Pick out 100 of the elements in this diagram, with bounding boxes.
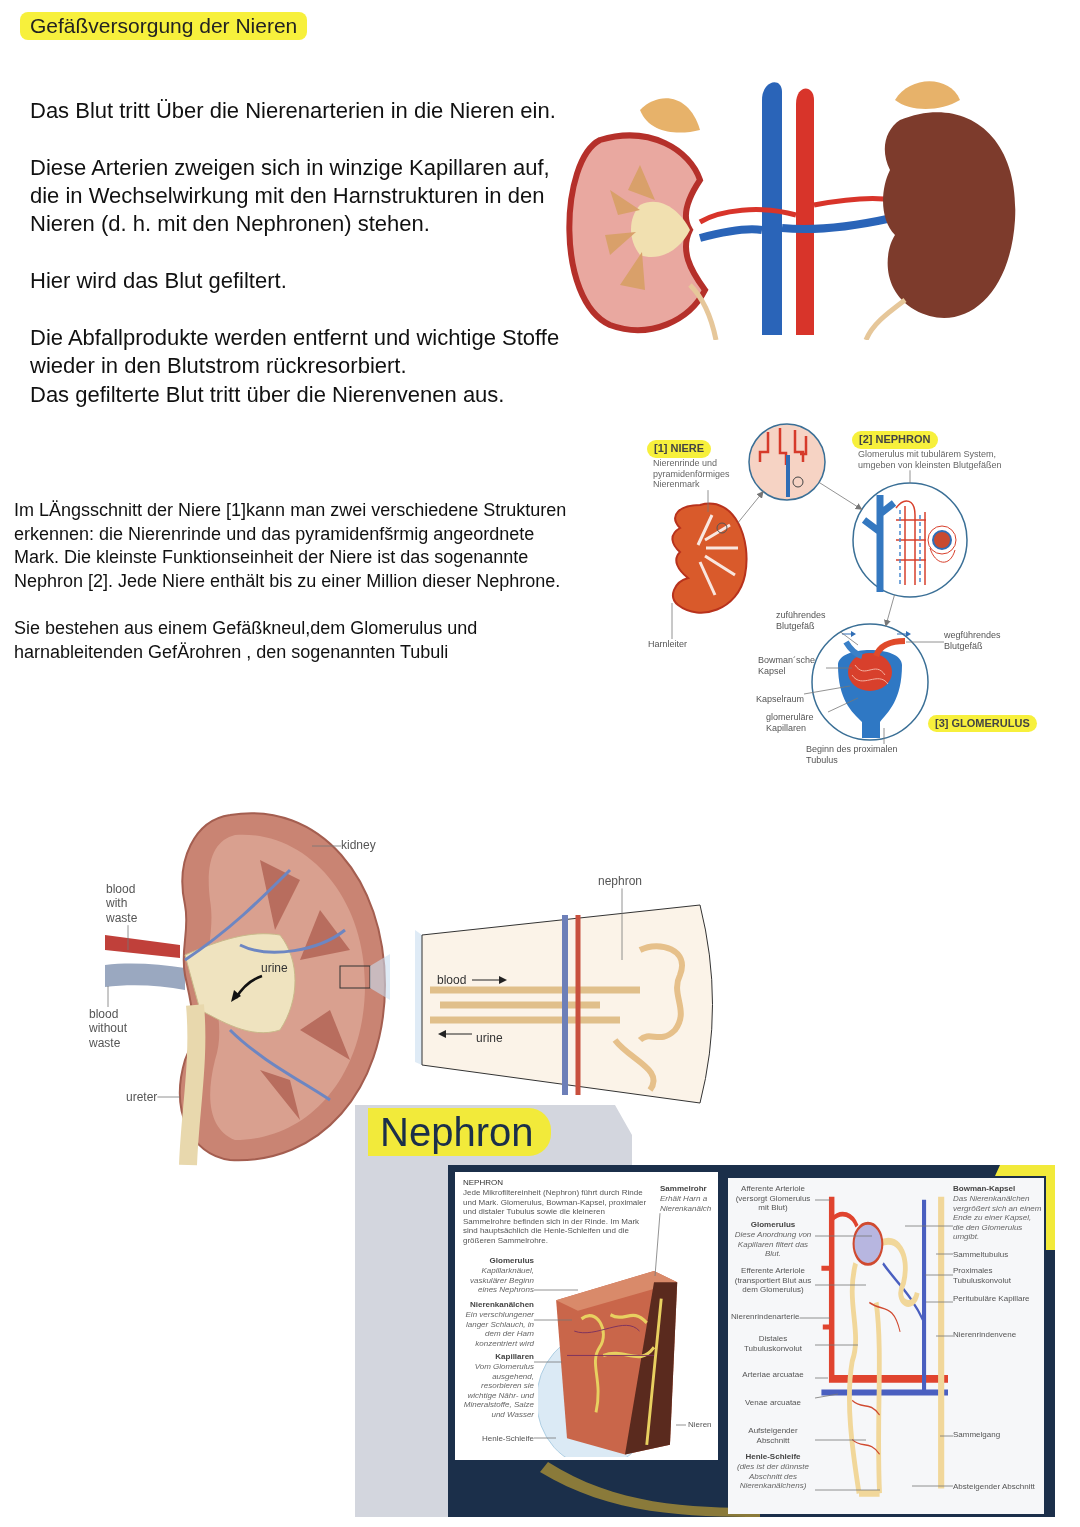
leader-line — [533, 1437, 557, 1439]
part-description: Kapillarknäuel, vaskulärer Beginn eines Nephrons — [468, 1266, 534, 1295]
paragraph: Die Abfallprodukte werden entfernt und wichtige Stoffe wieder in den Blutstrom rückresorbiert. — [30, 324, 560, 380]
leader-line — [671, 602, 673, 640]
leader-line — [814, 1377, 829, 1379]
part-label: Sammeltubulus — [953, 1250, 1009, 1260]
paragraph: Hier wird das Blut gefiltert. — [30, 267, 288, 295]
leader-line — [839, 631, 859, 646]
page-title: Gefäßversorgung der Nieren — [20, 12, 308, 40]
part-label: Kapillaren — [494, 1352, 534, 1362]
paragraph: Das gefilterte Blut tritt über die Nierenvenen aus. — [30, 381, 506, 409]
leader-line — [675, 1424, 687, 1426]
part-label: urine — [476, 1031, 504, 1045]
part-label: wegführendes Blutgefäß — [944, 630, 1019, 652]
part-description: Diese Anordnung von Kapillaren filtert das Blut. — [733, 1230, 813, 1259]
part-label: Aufsteigender Abschnitt — [731, 1426, 815, 1446]
leader-line — [939, 1435, 954, 1437]
leader-line — [533, 1289, 579, 1291]
illustration-card — [728, 1178, 1044, 1514]
card-heading: NEPHRON — [463, 1178, 503, 1187]
highlighted-heading: [3] GLOMERULUS — [928, 715, 1037, 733]
leader-line — [533, 1319, 573, 1321]
part-label: Nierenrindenarterie — [731, 1312, 800, 1322]
leader-line — [127, 924, 129, 951]
leader-line — [814, 1235, 873, 1237]
part-description: (dies ist der dünnste Abschnitt des Nierenkanälchens) — [735, 1462, 810, 1491]
highlighted-heading: Nephron — [368, 1108, 552, 1156]
part-label: Arteriae arcuatae — [731, 1370, 815, 1380]
part-label: Nierenkanälchen — [468, 1300, 534, 1310]
part-description: Das Nierenkanälchen vergrößert sich an einem Ende zu einer Kapsel, die den Glomerulus umgibt. — [953, 1194, 1043, 1242]
part-label: blood with waste — [106, 882, 148, 926]
leader-line — [905, 641, 945, 643]
part-description: Erhält Harn a Nierenkanälch — [660, 1194, 713, 1214]
part-label: Sammelrohr — [660, 1184, 708, 1194]
part-label: Henle-Schleife — [458, 1434, 534, 1444]
highlighted-heading: [1] NIERE — [647, 440, 712, 458]
leader-line — [533, 1361, 563, 1363]
part-description: Ein verschlungener langer Schlauch, in dem der Harn konzentriert wird — [464, 1310, 534, 1349]
leader-line — [827, 697, 859, 713]
part-label: kidney — [341, 838, 376, 853]
leader-line — [814, 1489, 881, 1491]
paragraph: Diese Arterien zweigen sich in winzige Kapillaren auf, die in Wechselwirkung mit den Harnstrukturen in den Nieren (d. h. mit den Nephronen) stehen. — [30, 154, 551, 238]
leader-line — [925, 1301, 954, 1303]
leader-line — [707, 489, 709, 513]
part-label: Afferente Arteriole (versorgt Glomerulus mit Blut) — [731, 1184, 815, 1213]
part-label: Beginn des proximalen Tubulus — [806, 744, 901, 766]
card-text: Jede Mikrofiltereinheit (Nephron) führt durch Rinde und Mark. Glomerulus, Bowman-Kapsel, proximaler und distaler Tubulus sowie die kleineren Sammelrohre befinden sich in der Rinde. Im Mark sind hauptsächlich die Henle-Schleifen und die größeren Sammelrohre. — [463, 1188, 648, 1245]
leader-line — [883, 727, 885, 745]
leader-line — [814, 1344, 859, 1346]
leader-line — [924, 1274, 954, 1276]
part-label: blood — [437, 973, 468, 987]
part-description: Nierenrinde und pyramidenförmiges Nierenmark — [652, 457, 731, 491]
leader-line — [904, 1225, 954, 1227]
leader-line — [911, 1485, 954, 1487]
part-description: Vom Glomerulus ausgehend, resorbieren sie wichtige Nähr- und Mineralstoffe, Salze und Wasser — [462, 1362, 534, 1420]
part-label: Bowman-Kapsel — [953, 1184, 1017, 1194]
part-label: Distales Tubuluskonvolut — [731, 1334, 815, 1354]
nephron-circle-drawing — [851, 481, 969, 599]
magnified-tissue-drawing — [747, 422, 827, 502]
leader-line — [935, 1335, 954, 1337]
paragraph: Sie bestehen aus einem Gefäßkneul,dem Glomerulus und harnableitenden GefÄrohren , den sogenannten Tubuli — [14, 617, 479, 664]
part-label: Glomerulus — [488, 1256, 534, 1266]
part-label: Bowman´sche Kapsel — [758, 655, 826, 677]
leader-line — [107, 985, 109, 1008]
part-label: Harnleiter — [648, 639, 687, 650]
leader-line — [621, 888, 623, 961]
part-label: blood without waste — [89, 1007, 141, 1051]
part-label: Proximales Tubuluskonvolut — [953, 1266, 1043, 1286]
leader-line — [799, 1317, 831, 1319]
part-label: Venae arcuatae — [731, 1398, 815, 1408]
part-label: Sammelgang — [953, 1430, 1001, 1440]
part-label: Henle-Schleife — [744, 1452, 802, 1462]
info-card — [455, 1172, 718, 1460]
leader-line — [157, 1096, 181, 1098]
paragraph: Das Blut tritt Über die Nierenarterien in die Nieren ein. — [30, 97, 557, 125]
leader-line — [909, 469, 911, 484]
leader-line — [311, 845, 342, 847]
part-label: Nierenrindenvene — [953, 1330, 1017, 1340]
part-label: Kapselraum — [756, 694, 805, 705]
part-label: zuführendes Blutgefäß — [776, 610, 840, 632]
leader-line — [654, 1212, 661, 1277]
leader-line — [814, 1439, 867, 1441]
leader-line — [814, 1284, 867, 1286]
part-label: Peritubuläre Kapillare — [953, 1294, 1043, 1304]
part-label: glomeruläre Kapillaren — [766, 712, 828, 734]
leader-line — [814, 1199, 831, 1201]
part-description: Glomerulus mit tubulärem System, umgeben von kleinsten Blutgefäßen — [857, 448, 1003, 471]
part-label: Absteigender Abschnitt — [953, 1482, 1043, 1492]
part-label: ureter — [126, 1090, 158, 1105]
part-label: Nieren — [686, 1420, 714, 1430]
part-label: Glomerulus — [749, 1220, 797, 1230]
leader-line — [803, 685, 851, 695]
part-label: Efferente Arteriole (transportiert Blut aus dem Glomerulus) — [731, 1266, 815, 1295]
part-label: urine — [261, 961, 289, 975]
part-label: nephron — [598, 874, 643, 889]
leader-line — [935, 1253, 954, 1255]
leader-line — [814, 1393, 839, 1399]
highlighted-heading: [2] NEPHRON — [852, 431, 938, 449]
paragraph: Im LÄngsschnitt der Niere [1]kann man zwei verschiedene Strukturen erkennen: die Nierenrinde und das pyramidenfšrmig angeordnete Mark. Die kleinste Funktionseinheit der Niere ist das sogenannte Nephron [2]. Jede Niere enthält bis zu einer Million dieser Nephrone. — [14, 499, 568, 593]
leader-line — [825, 667, 853, 669]
